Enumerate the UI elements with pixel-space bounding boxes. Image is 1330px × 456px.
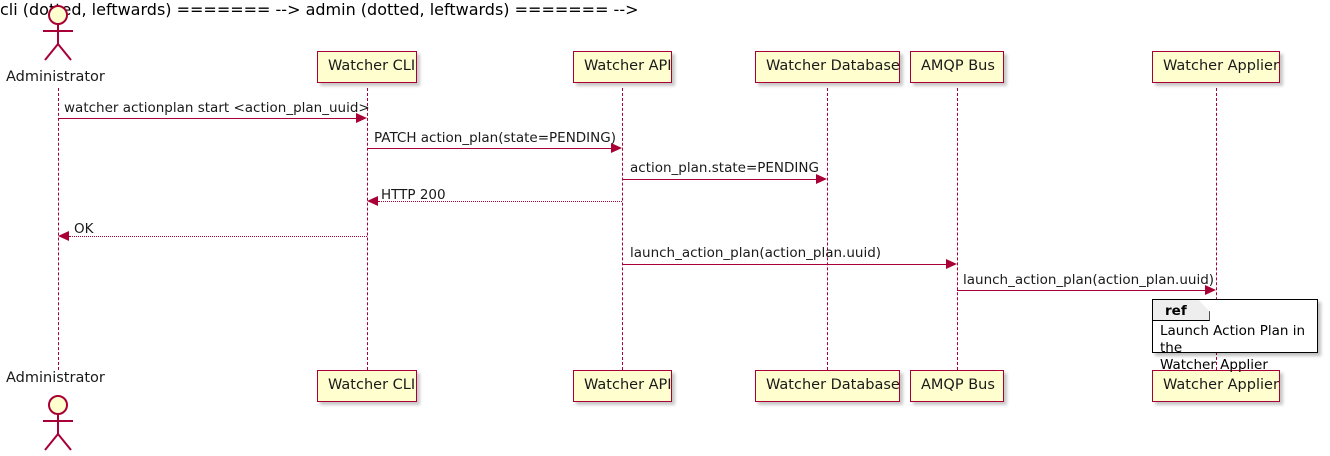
lifeline-watcher-api [622, 88, 623, 370]
message-label-2: PATCH action_plan(state=PENDING) [374, 130, 616, 146]
actor-label-administrator-bottom: Administrator [6, 370, 105, 386]
message-arrowhead-3 [816, 174, 827, 184]
message-arrowhead-7 [1205, 285, 1216, 295]
participant-label-watcher-api-top: Watcher API [584, 58, 672, 74]
message-line-4 [378, 201, 622, 202]
participant-label-amqp-bus-bottom: AMQP Bus [921, 377, 995, 393]
participant-label-watcher-database-bottom: Watcher Database [766, 377, 900, 393]
ref-fragment-text-line-2: Watcher Applier [1160, 356, 1268, 373]
lifeline-watcher-applier [1216, 88, 1217, 370]
message-arrowhead-6 [946, 259, 957, 269]
ref-fragment-text: Launch Action Plan in the Watcher Applie… [1160, 323, 1317, 374]
participant-box-watcher-database-bottom[interactable]: Watcher Database [755, 370, 900, 402]
participant-label-watcher-applier-top: Watcher Applier [1163, 58, 1279, 74]
message-line-1 [58, 118, 356, 119]
participant-box-watcher-applier-top[interactable]: Watcher Applier [1152, 51, 1280, 83]
message-line-3 [622, 179, 816, 180]
message-label-7: launch_action_plan(action_plan.uuid) [963, 272, 1215, 288]
participant-label-amqp-bus-top: AMQP Bus [921, 58, 995, 74]
lifeline-watcher-database [827, 88, 828, 370]
participant-label-watcher-applier-bottom: Watcher Applier [1163, 377, 1279, 393]
message-arrowhead-2 [611, 143, 622, 153]
message-line-6 [622, 264, 946, 265]
participant-box-watcher-api-top[interactable]: Watcher API [573, 51, 672, 83]
participant-box-amqp-bus-top[interactable]: AMQP Bus [910, 51, 1004, 83]
lifeline-amqp-bus [957, 88, 958, 370]
message-label-5: OK [74, 221, 94, 237]
actor-label-administrator-top: Administrator [6, 69, 105, 85]
message-line-2 [367, 148, 611, 149]
participant-box-watcher-api-bottom[interactable]: Watcher API [573, 370, 672, 402]
message-label-6: launch_action_plan(action_plan.uuid) [630, 245, 882, 261]
participant-label-watcher-cli-top: Watcher CLI [328, 58, 416, 74]
message-label-1: watcher actionplan start <action_plan_uu… [64, 100, 370, 116]
ref-fragment-text-line-1: Launch Action Plan in the [1160, 323, 1306, 356]
participant-box-watcher-applier-bottom[interactable]: Watcher Applier [1152, 370, 1280, 402]
ref-fragment-operator: ref [1153, 300, 1210, 321]
participant-box-watcher-cli-top[interactable]: Watcher CLI [317, 51, 417, 83]
message-line-5 [69, 236, 367, 237]
actor-administrator-top [43, 5, 73, 61]
participant-label-watcher-cli-bottom: Watcher CLI [328, 377, 416, 393]
participant-box-watcher-cli-bottom[interactable]: Watcher CLI [317, 370, 417, 402]
ref-fragment[interactable]: ref Launch Action Plan in the Watcher Ap… [1152, 299, 1318, 373]
message-label-4: HTTP 200 [381, 187, 446, 203]
participant-label-watcher-database-top: Watcher Database [766, 58, 900, 74]
lifeline-administrator [58, 88, 59, 370]
message-label-3: action_plan.state=PENDING [630, 160, 819, 176]
message-line-7 [957, 290, 1205, 291]
message-arrowhead-4 [367, 196, 378, 206]
participant-label-watcher-api-bottom: Watcher API [584, 377, 672, 393]
lifeline-watcher-cli [367, 88, 368, 370]
participant-box-amqp-bus-bottom[interactable]: AMQP Bus [910, 370, 1004, 402]
participant-box-watcher-database-top[interactable]: Watcher Database [755, 51, 900, 83]
message-arrowhead-1 [356, 113, 367, 123]
message-arrowhead-5 [58, 231, 69, 241]
actor-administrator-bottom [43, 395, 73, 451]
